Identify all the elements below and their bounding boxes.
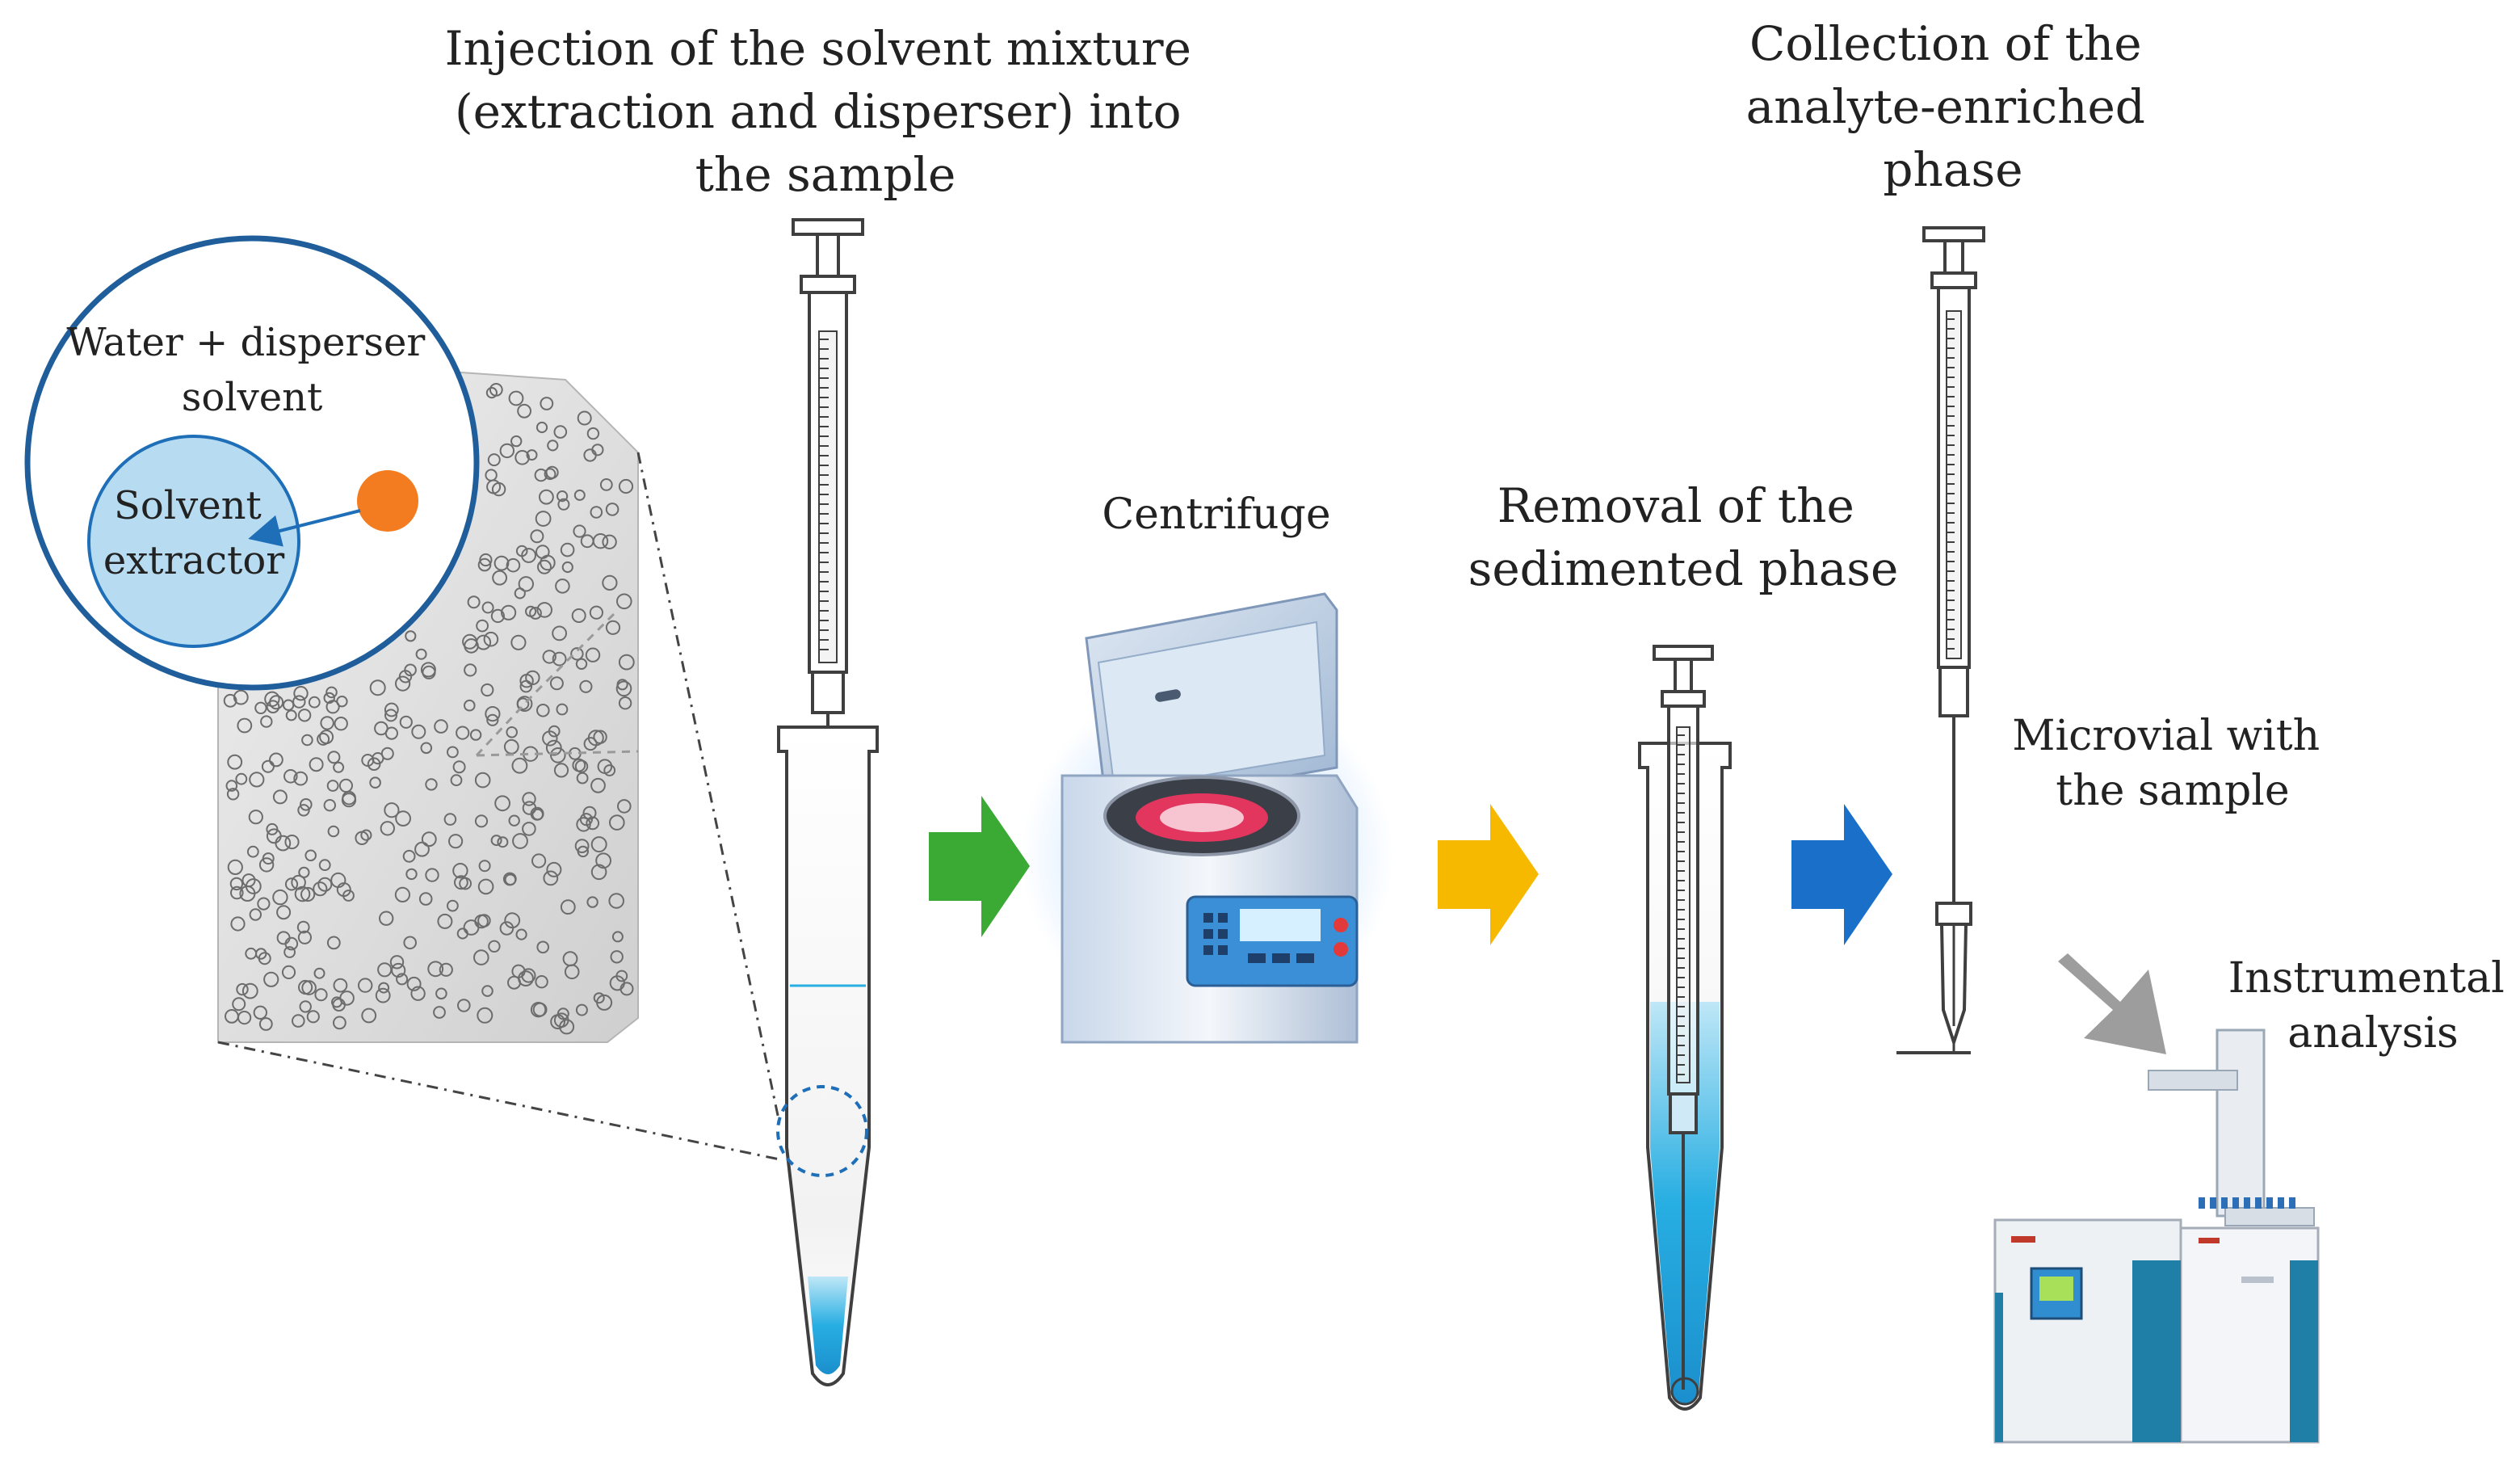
collection-label: Collection of the analyte-enriched phase	[1746, 16, 2161, 197]
step-arrow-1-icon	[929, 796, 1030, 937]
zoom-region	[776, 1085, 868, 1177]
instrumental-label: Instrumental analysis	[2228, 954, 2518, 1058]
sample-tube-1	[776, 726, 879, 1386]
migration-arrow	[248, 509, 361, 547]
removal-label: Removal of the sedimented phase	[1468, 478, 1899, 596]
zoom-inner-label: Solvent extractor	[103, 483, 284, 583]
gc-instrument-image	[1993, 1028, 2320, 1444]
removal-syringe	[1653, 645, 1714, 1390]
zoom-circle	[24, 235, 480, 691]
microvial	[1896, 902, 1972, 1054]
solvent-extractor-droplet	[87, 435, 300, 648]
centrifuge-image	[1022, 592, 1393, 1044]
analyte-dot	[357, 470, 418, 532]
injection-syringe	[792, 218, 864, 1031]
droplet-pattern	[223, 383, 635, 1035]
zoom-outer-label: Water + disperser solvent	[66, 320, 437, 420]
centrifuge-label: Centrifuge	[1102, 490, 1330, 539]
zoom-guide-line-top	[636, 452, 781, 1124]
final-arrow-icon	[2058, 953, 2166, 1054]
collection-syringe	[1922, 226, 1985, 913]
microvial-label: Microvial with the sample	[2012, 712, 2333, 815]
step-arrow-2-icon	[1438, 804, 1539, 945]
zoom-guide-line-bottom	[217, 1041, 780, 1161]
step-arrow-3-icon	[1791, 804, 1892, 945]
injection-label: Injection of the solvent mixture (extrac…	[445, 21, 1207, 202]
